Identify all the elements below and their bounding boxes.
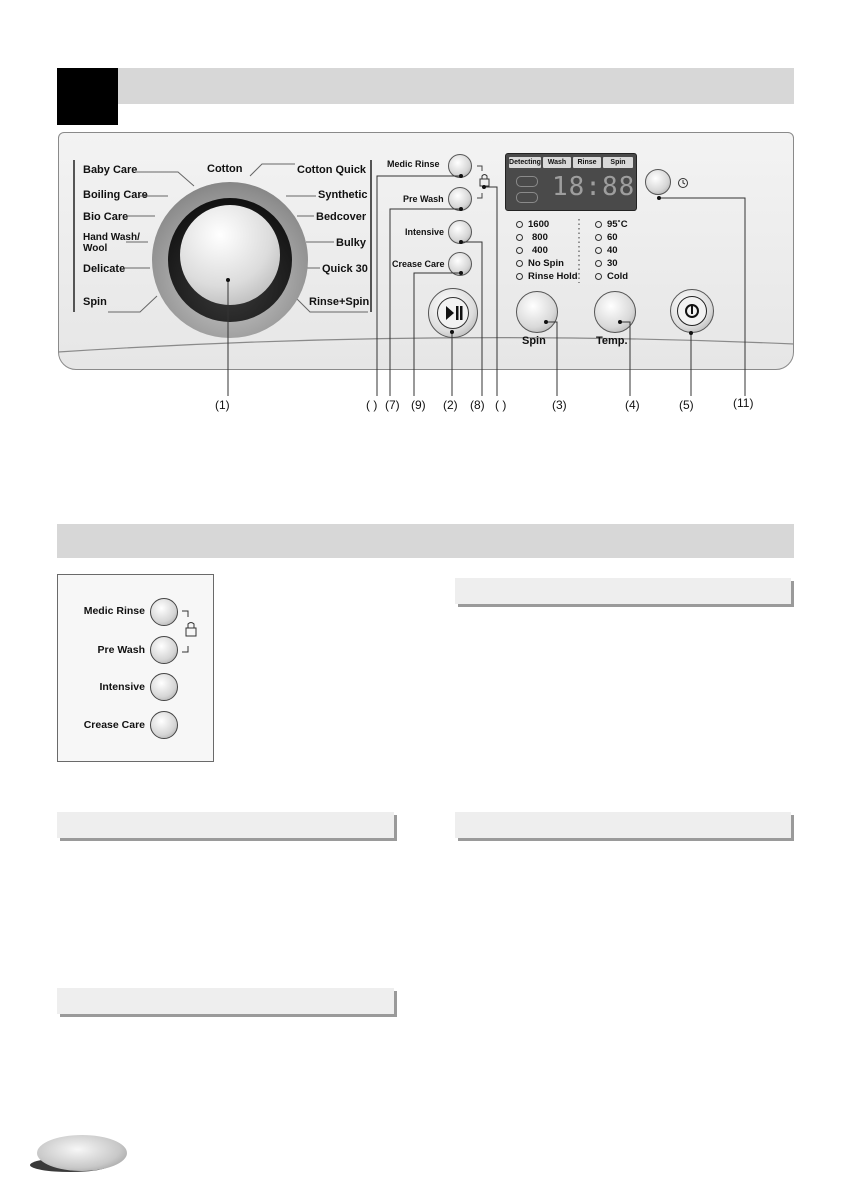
section-2-title-bar: [57, 524, 794, 558]
dotted-separator: [578, 219, 580, 283]
program-hand-wash: Hand Wash/: [83, 232, 140, 243]
program-bio-care: Bio Care: [83, 211, 129, 223]
spin-option-1600: 1600: [516, 219, 549, 230]
temp-button[interactable]: [594, 291, 636, 333]
display-tab-rinse: Rinse: [573, 157, 601, 168]
display-tab-wash: Wash: [543, 157, 571, 168]
pre-wash-button[interactable]: [448, 187, 472, 211]
program-synthetic: Synthetic: [318, 189, 368, 201]
spin-button-label: Spin: [522, 335, 546, 347]
inset-medic-rinse-label: Medic Rinse: [83, 605, 145, 617]
inset-crease-care-label: Crease Care: [83, 719, 145, 731]
program-dial-knob[interactable]: [180, 205, 280, 305]
program-bedcover: Bedcover: [316, 211, 367, 223]
spin-option-400: 400: [516, 245, 548, 256]
callout-2: (2): [443, 398, 458, 412]
program-cotton-quick: Cotton Quick: [297, 164, 367, 176]
inset-medic-rinse-button[interactable]: [150, 598, 178, 626]
option-buttons-inset: [57, 574, 214, 762]
inset-crease-care-button[interactable]: [150, 711, 178, 739]
callout-empty-a: ( ): [366, 398, 378, 412]
crease-care-label: Crease Care: [392, 259, 445, 269]
clock-icon: [678, 178, 688, 188]
power-icon: [685, 304, 699, 318]
program-baby-care: Baby Care: [83, 164, 138, 176]
program-rinse-spin: Rinse+Spin: [309, 296, 370, 308]
spin-option-rinse-hold: Rinse Hold: [516, 271, 578, 282]
pre-wash-label: Pre Wash: [403, 194, 444, 204]
inset-child-lock-icon: [182, 610, 197, 653]
subsection-bar-3: [455, 812, 791, 838]
callout-1: (1): [215, 398, 230, 412]
subsection-bar-1: [455, 578, 791, 604]
play-pause-icon: [446, 306, 463, 320]
page-number-badge: [37, 1135, 127, 1171]
inset-pre-wash-button[interactable]: [150, 636, 178, 664]
medic-rinse-button[interactable]: [448, 154, 472, 178]
pause-indicator-icon: [516, 192, 538, 203]
temp-option-40: 40: [595, 245, 618, 256]
spin-option-no-spin: No Spin: [516, 258, 564, 269]
callout-9: (9): [411, 398, 426, 412]
door-lock-indicator-icon: [516, 176, 538, 187]
subsection-bar-2: [57, 812, 394, 838]
delay-end-button[interactable]: [645, 169, 671, 195]
temp-option-95: 95˚C: [595, 219, 628, 230]
callout-11: (11): [733, 396, 754, 410]
program-wool: Wool: [83, 243, 108, 254]
temp-button-label: Temp.: [596, 335, 628, 347]
program-spin: Spin: [83, 296, 107, 308]
subsection-bar-4: [57, 988, 394, 1014]
intensive-label: Intensive: [405, 227, 445, 237]
display-tab-detecting: Detecting: [509, 157, 541, 168]
callout-3: (3): [552, 398, 567, 412]
spin-button[interactable]: [516, 291, 558, 333]
callout-4: (4): [625, 398, 640, 412]
medic-rinse-label: Medic Rinse: [387, 159, 440, 169]
temp-option-60: 60: [595, 232, 618, 243]
callout-lines: [226, 174, 746, 396]
inset-intensive-button[interactable]: [150, 673, 178, 701]
inset-pre-wash-label: Pre Wash: [97, 644, 145, 656]
callout-5: (5): [679, 398, 694, 412]
callout-empty-b: ( ): [495, 398, 507, 412]
section-title-bar: [118, 68, 794, 104]
program-list-bracket-left: [73, 160, 77, 312]
intensive-button[interactable]: [448, 220, 472, 244]
temp-option-30: 30: [595, 258, 618, 269]
spin-option-800: 800: [516, 232, 548, 243]
display-tab-spin: Spin: [603, 157, 633, 168]
program-boiling-care: Boiling Care: [83, 189, 148, 201]
inset-intensive-label: Intensive: [99, 681, 145, 693]
callout-7: (7): [385, 398, 400, 412]
temp-option-cold: Cold: [595, 271, 628, 282]
section-number-block: [57, 68, 118, 125]
callout-8: (8): [470, 398, 485, 412]
program-list-bracket-right: [368, 160, 372, 312]
program-delicate: Delicate: [83, 263, 126, 275]
panel-curve: [58, 337, 794, 353]
program-quick-30: Quick 30: [322, 263, 368, 275]
program-bulky: Bulky: [336, 237, 366, 249]
program-cotton: Cotton: [207, 163, 243, 175]
display-digits: 18:88: [552, 172, 636, 202]
